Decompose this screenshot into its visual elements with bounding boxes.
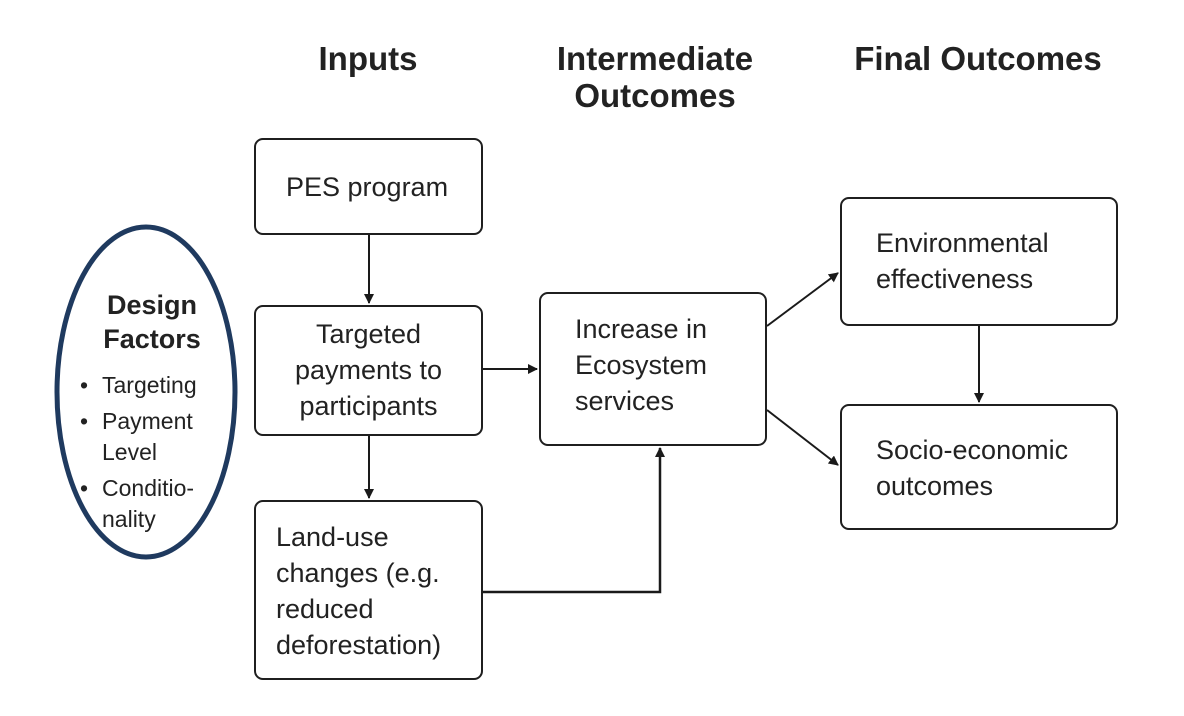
design-factor-label: Conditio-nality [102, 475, 195, 532]
header-final-outcomes: Final Outcomes [854, 40, 1102, 77]
targeted-payments-label: Targeted payments to participants [294, 319, 443, 421]
bullet-icon: • [80, 372, 89, 398]
ecosystem-services-label: Increase in Ecosystem services [575, 314, 708, 416]
socio-economic-outcomes-box: Socio-economic outcomes [840, 404, 1118, 530]
arrow-increase-to-environmental [766, 272, 839, 327]
design-factor-item: • Targeting [78, 370, 238, 401]
environmental-effectiveness-label: Environmental effectiveness [876, 228, 1049, 294]
environmental-effectiveness-box: Environmental effectiveness [840, 197, 1118, 326]
arrow-landuse-to-increase [483, 447, 665, 594]
targeted-payments-box: Targeted payments to participants [254, 305, 483, 436]
design-factor-item: • Conditio-nality [78, 473, 238, 535]
land-use-changes-label: Land-use changes (e.g. reduced deforesta… [276, 522, 442, 660]
pes-program-box: PES program [254, 138, 483, 235]
design-factors-ellipse [54, 224, 238, 560]
pes-program-label: PES program [286, 172, 449, 202]
design-factor-label: Targeting [102, 372, 197, 398]
header-intermediate-outcomes: Intermediate Outcomes [556, 40, 754, 114]
bullet-icon: • [80, 408, 89, 434]
bullet-icon: • [80, 475, 89, 501]
arrow-increase-to-socio [766, 409, 839, 466]
design-factor-label: Payment Level [102, 408, 193, 465]
header-inputs: Inputs [318, 40, 418, 77]
socio-economic-outcomes-label: Socio-economic outcomes [876, 435, 1069, 501]
design-factor-item: • Payment Level [78, 406, 238, 468]
land-use-changes-box: Land-use changes (e.g. reduced deforesta… [254, 500, 483, 680]
design-factors-title: Design Factors [103, 290, 201, 354]
design-factors-list: • Targeting • Payment Level • Conditio-nali… [78, 370, 238, 540]
ecosystem-services-box: Increase in Ecosystem services [539, 292, 767, 446]
